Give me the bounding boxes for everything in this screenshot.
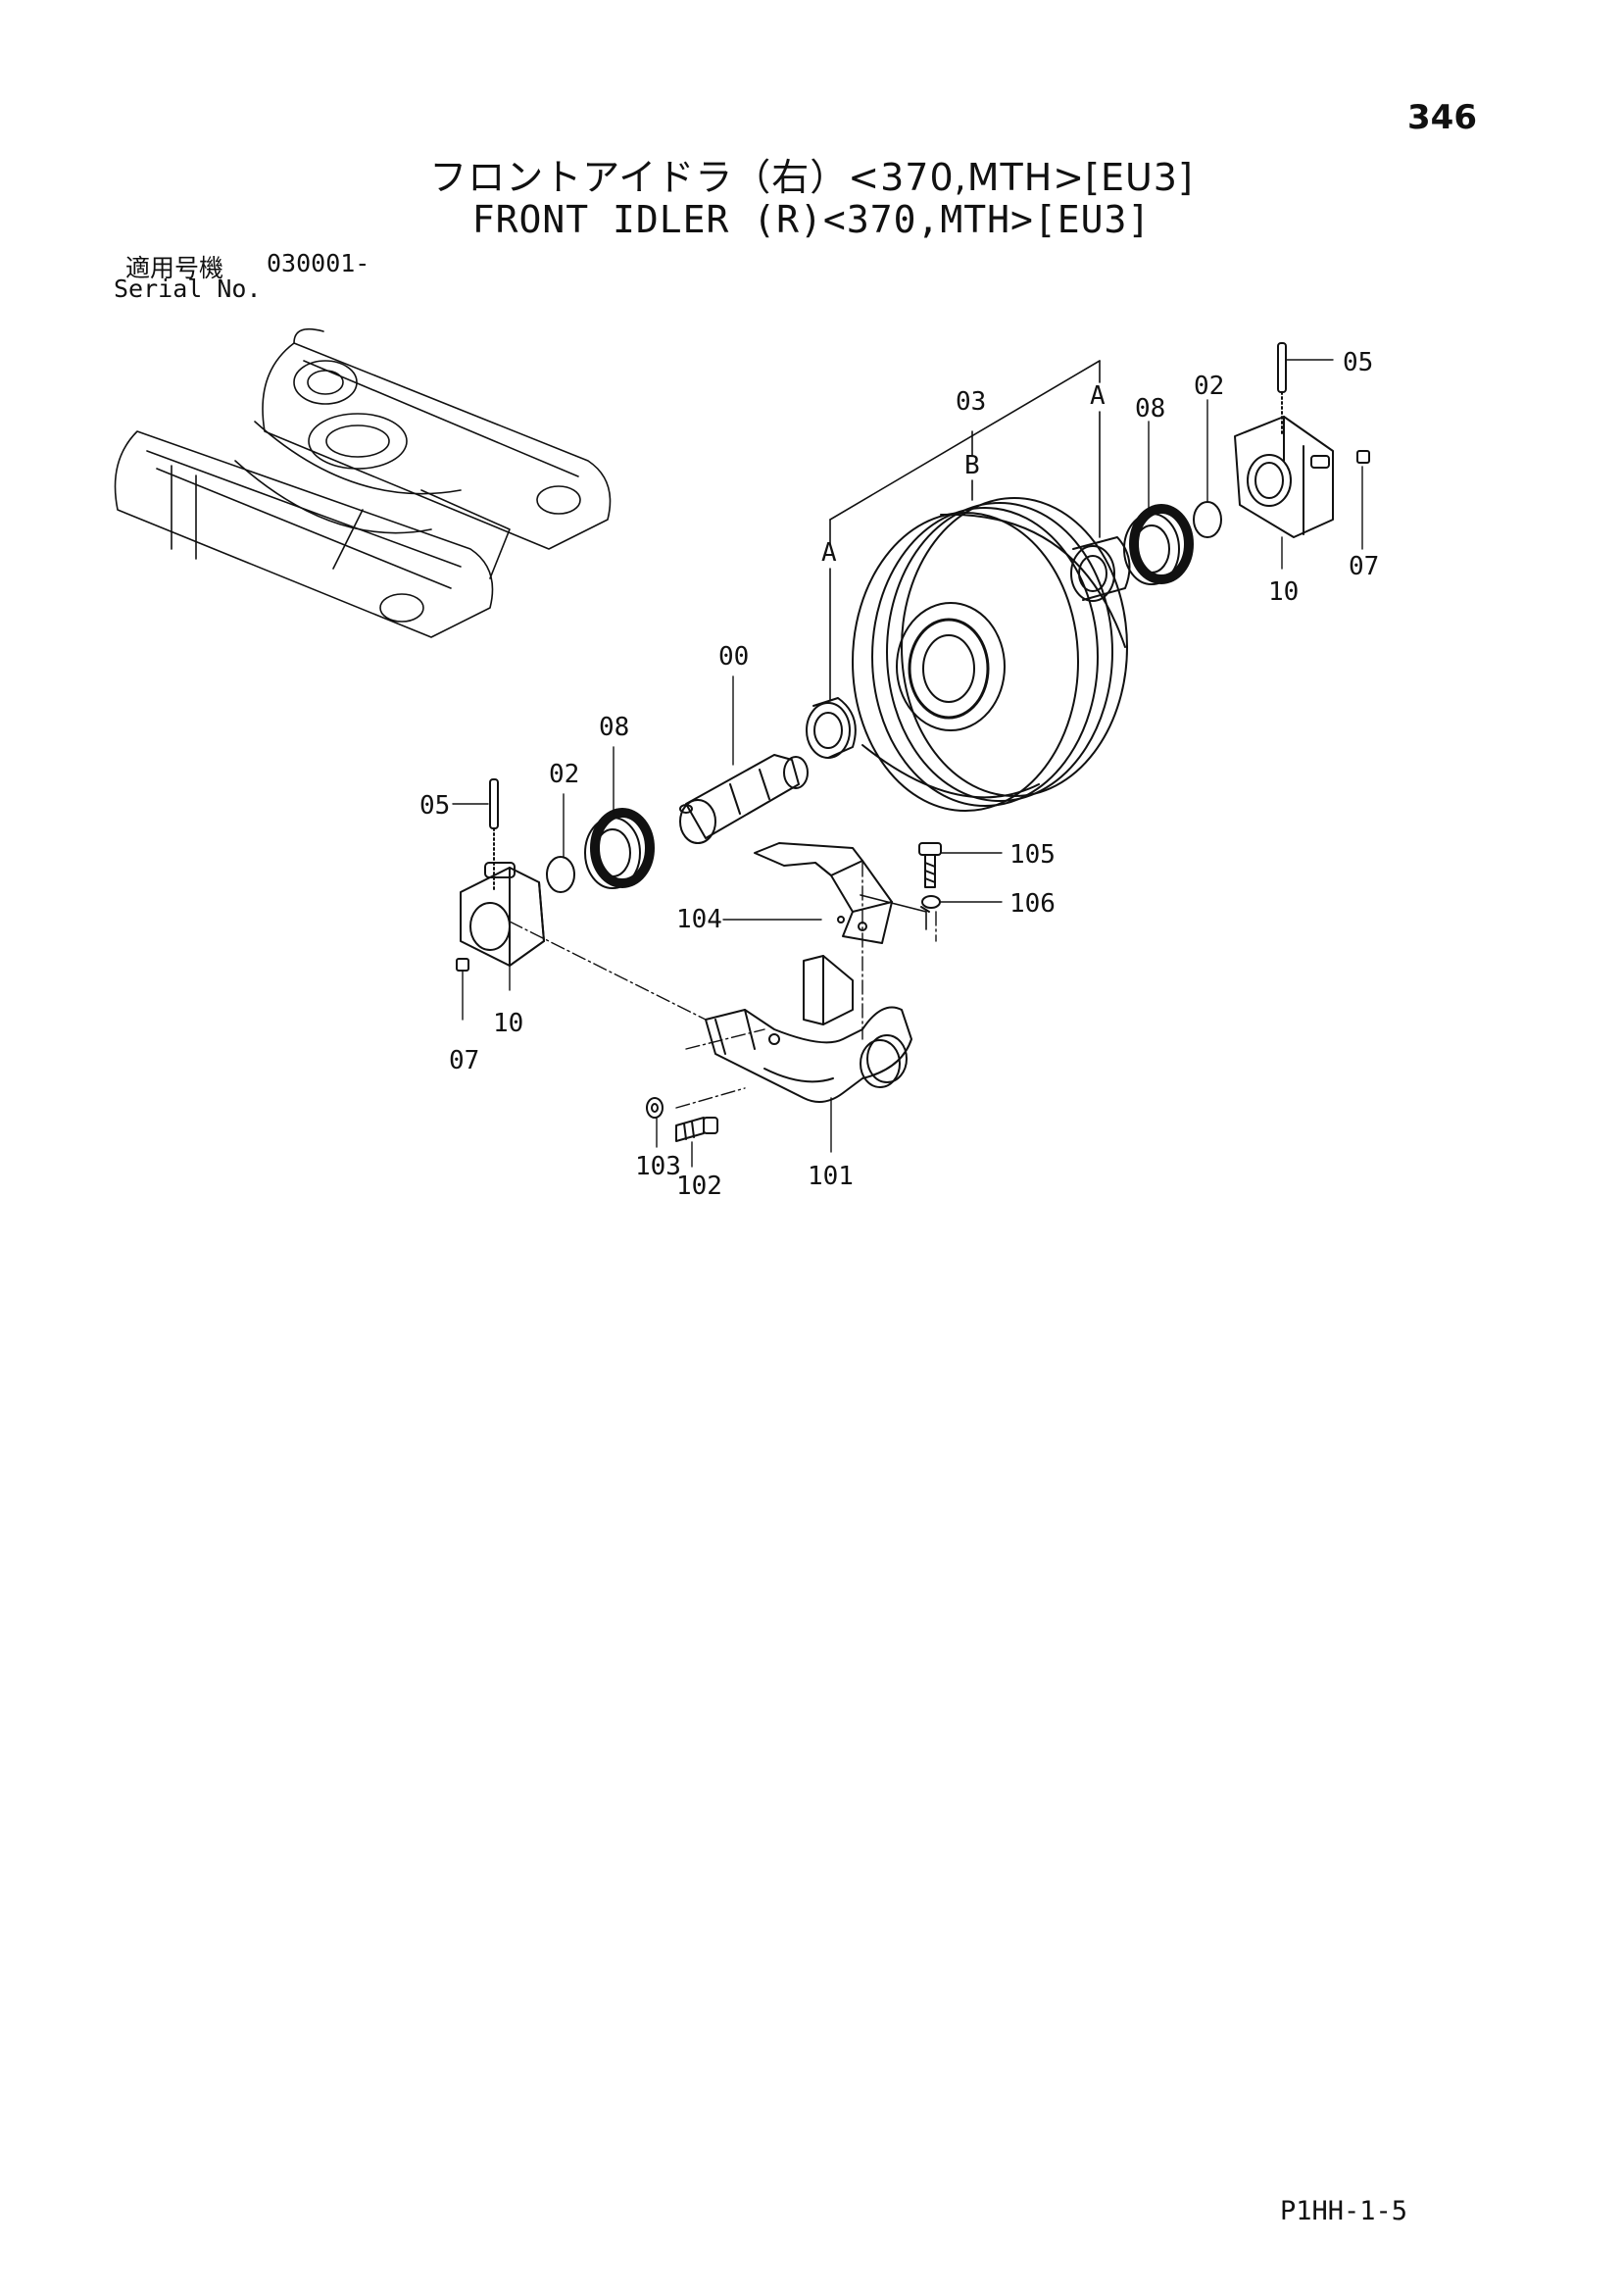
page-number: 346: [1407, 98, 1477, 137]
page-title-japanese: フロントアイドラ（右）<370,MTH>[EU3]: [429, 156, 1194, 199]
idler-yoke: [705, 955, 912, 1103]
callout-106: 106: [1009, 889, 1056, 919]
callout-102: 102: [676, 1172, 722, 1201]
callout-02-right: 02: [1194, 372, 1224, 401]
o-ring-left: [546, 856, 575, 893]
floating-seal-left: [584, 808, 655, 889]
page-title-english: FRONT IDLER (R)<370,MTH>[EU3]: [471, 198, 1152, 241]
callout-ref-a-left: A: [821, 538, 837, 568]
bearing-housing-left: [460, 862, 545, 967]
reference-bracket-lines: [829, 360, 1101, 930]
pin-left: [489, 778, 499, 893]
callout-labels: 00 08 02 05 10 07 03 B A A 08 02 05 10 0…: [419, 348, 1379, 1201]
footer-page-code: P1HH-1-5: [1280, 2196, 1408, 2226]
serial-number-value: 030001-: [267, 249, 370, 277]
callout-105: 105: [1009, 840, 1056, 870]
callout-104: 104: [676, 905, 722, 934]
callout-05-right: 05: [1343, 348, 1373, 377]
callout-103: 103: [635, 1152, 681, 1181]
bushing-left: [806, 697, 857, 759]
callout-ref-a-right: A: [1090, 381, 1106, 411]
callout-00: 00: [718, 642, 749, 672]
callout-08-left: 08: [599, 713, 629, 742]
floating-seal-right: [1123, 504, 1194, 585]
idler-wheel: [852, 497, 1128, 812]
bolt-102: [675, 1117, 718, 1142]
callout-02-left: 02: [549, 760, 579, 789]
o-ring-right: [1193, 501, 1222, 538]
callout-ref-b: B: [964, 451, 980, 480]
washer-103: [646, 1097, 664, 1119]
idler-shaft: [679, 754, 809, 844]
serial-label-japanese: 適用号機: [125, 254, 224, 282]
callout-10-left: 10: [493, 1009, 523, 1038]
assembly-centerlines: [509, 862, 937, 1109]
callout-07-right: 07: [1349, 552, 1379, 581]
callout-05-left: 05: [419, 791, 450, 821]
washer-106: [920, 895, 941, 913]
bolt-105: [918, 842, 942, 888]
grease-fitting-right: [1356, 450, 1370, 464]
callout-08-right: 08: [1135, 394, 1165, 424]
callout-03: 03: [956, 387, 986, 417]
callout-101: 101: [808, 1162, 854, 1191]
serial-label-english: Serial No.: [114, 275, 262, 303]
leader-lines: [452, 359, 1363, 1168]
callout-10-right: 10: [1268, 577, 1299, 607]
bushing-right: [1070, 536, 1131, 602]
bearing-housing-right: [1234, 416, 1334, 538]
grease-fitting-left: [456, 958, 469, 972]
undercarriage-overview-sketch: [114, 327, 612, 638]
pin-right: [1277, 342, 1287, 437]
callout-07-left: 07: [449, 1046, 479, 1075]
guard-bracket: [754, 842, 893, 944]
